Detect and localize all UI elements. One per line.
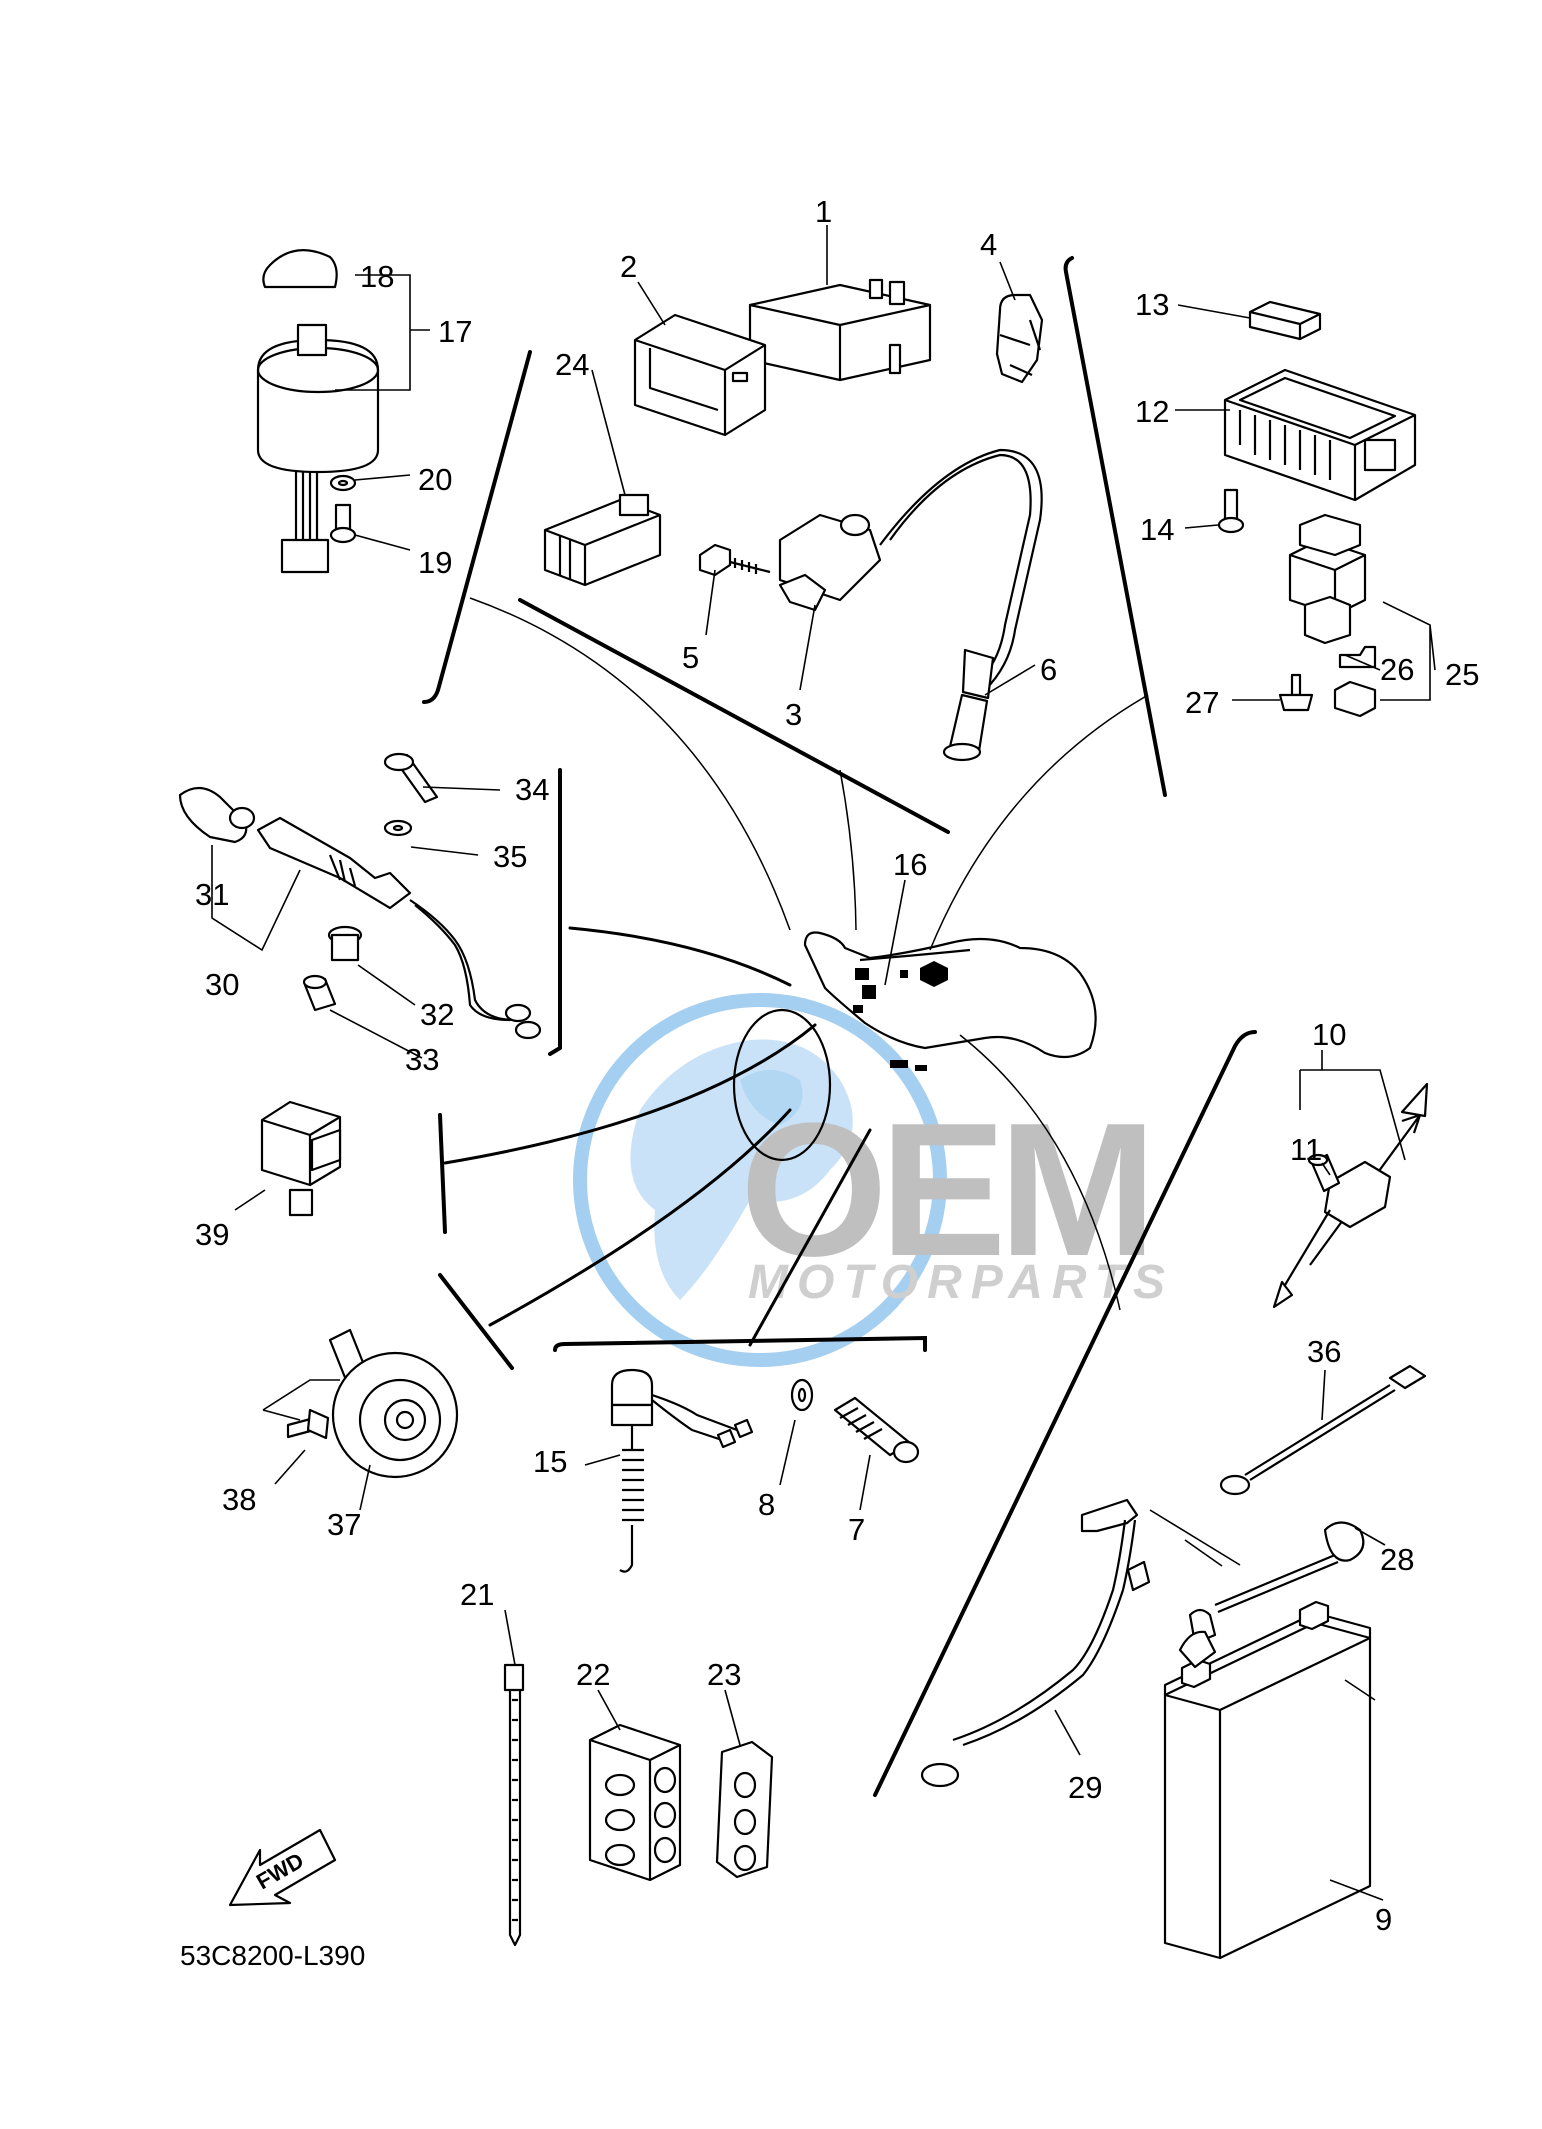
callout-15: 15 <box>533 1444 567 1479</box>
callout-22: 22 <box>576 1657 610 1692</box>
callout-16: 16 <box>893 847 927 882</box>
part-6-plug-cap <box>879 448 1043 762</box>
part-28-battery-lead <box>1188 1521 1365 1645</box>
part-24-relay <box>543 493 662 587</box>
part-23-clamp <box>715 1740 774 1879</box>
part-34-screw <box>383 752 439 804</box>
part-15-neutral-switch <box>610 1368 754 1573</box>
callout-31: 31 <box>195 877 229 912</box>
part-11-sleeve <box>1307 1153 1341 1193</box>
callout-24: 24 <box>555 347 589 382</box>
part-7-switch <box>833 1396 920 1464</box>
part-19-screw <box>329 503 357 544</box>
callout-28: 28 <box>1380 1542 1414 1577</box>
callout-labels: 1 2 3 4 5 6 7 8 9 10 11 12 13 14 15 16 1… <box>195 194 1479 1937</box>
callout-8: 8 <box>758 1487 775 1522</box>
callout-27: 27 <box>1185 685 1219 720</box>
part-3-ignition-coil <box>778 513 882 612</box>
callout-25: 25 <box>1445 657 1479 692</box>
fwd-arrow-icon: FWD <box>228 1828 337 1907</box>
callout-13: 13 <box>1135 287 1169 322</box>
part-21-cable-tie <box>503 1663 525 1947</box>
callout-33: 33 <box>405 1042 439 1077</box>
part-12-regulator <box>1223 368 1417 502</box>
part-13-pad <box>1248 300 1322 341</box>
callout-5: 5 <box>682 640 699 675</box>
part-25-cap <box>1333 680 1377 718</box>
callout-26: 26 <box>1380 652 1414 687</box>
part-9-battery <box>1163 1600 1372 1960</box>
connector-lines <box>443 597 1149 1347</box>
callout-10: 10 <box>1312 1017 1346 1052</box>
callout-19: 19 <box>418 545 452 580</box>
callout-6: 6 <box>1040 652 1057 687</box>
callout-20: 20 <box>418 462 452 497</box>
part-14-screw <box>1217 488 1245 534</box>
callout-11: 11 <box>1290 1132 1322 1167</box>
drawing-code: 53C8200-L390 <box>180 1940 365 1971</box>
part-32-collar <box>327 925 363 962</box>
callout-32: 32 <box>420 997 454 1032</box>
callout-39: 39 <box>195 1217 229 1252</box>
part-30-speed-sensor <box>256 816 542 1040</box>
motorcycle-outline <box>732 931 1097 1162</box>
part-10-sidestand-switch <box>1272 1082 1429 1309</box>
part-33-bush <box>302 974 337 1012</box>
callout-38: 38 <box>222 1482 256 1517</box>
part-5-bolt <box>698 543 771 577</box>
part-8-washer <box>790 1378 814 1412</box>
callout-14: 14 <box>1140 512 1174 547</box>
group-brackets <box>422 256 1257 1797</box>
part-36-lead <box>1219 1364 1427 1496</box>
callout-17: 17 <box>438 314 472 349</box>
callout-1: 1 <box>815 194 832 229</box>
callout-21: 21 <box>460 1577 494 1612</box>
callout-7: 7 <box>848 1512 865 1547</box>
part-37-horn <box>328 1328 459 1479</box>
watermark-brand: OEM <box>740 1084 1149 1296</box>
part-26-fuse <box>1338 645 1377 669</box>
part-17-main-switch <box>256 249 380 574</box>
callout-30: 30 <box>205 967 239 1002</box>
part-27-bolt <box>1278 673 1314 712</box>
callout-29: 29 <box>1068 1770 1102 1805</box>
part-2-cover <box>633 313 767 437</box>
part-4-clip <box>995 293 1044 384</box>
oem-motorparts-watermark: OEM MOTORPARTS <box>573 993 1174 1367</box>
callout-4: 4 <box>980 227 997 262</box>
part-1-ecu <box>748 278 932 382</box>
part-39-flasher-relay <box>260 1100 342 1217</box>
callout-12: 12 <box>1135 394 1169 429</box>
leader-lines <box>211 225 1436 1901</box>
part-20-washer <box>329 474 357 492</box>
watermark-tagline: MOTORPARTS <box>748 1256 1174 1309</box>
callout-2: 2 <box>620 249 637 284</box>
callout-36: 36 <box>1307 1334 1341 1369</box>
part-29-battery-cable <box>920 1498 1151 1788</box>
callout-23: 23 <box>707 1657 741 1692</box>
callout-34: 34 <box>515 772 549 807</box>
callout-9: 9 <box>1375 1902 1392 1937</box>
callout-37: 37 <box>327 1507 361 1542</box>
part-38-bolt <box>286 1408 330 1440</box>
part-22-clamp <box>588 1723 682 1882</box>
callout-3: 3 <box>785 697 802 732</box>
callout-18: 18 <box>360 259 394 294</box>
part-25-starter-relay <box>1288 513 1367 645</box>
part-35-washer <box>383 819 413 837</box>
callout-35: 35 <box>493 839 527 874</box>
part-31-cap <box>178 786 256 844</box>
